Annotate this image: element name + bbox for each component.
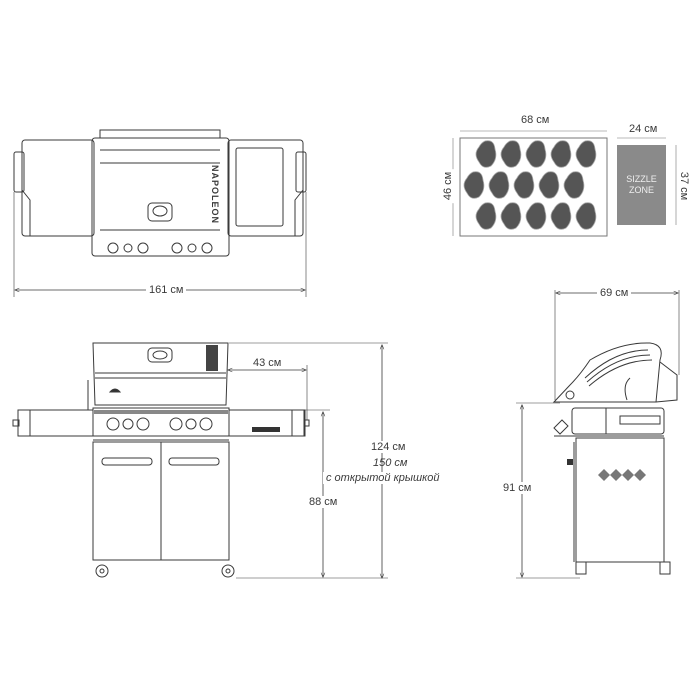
steak-icon (513, 171, 535, 199)
side-logo (598, 469, 646, 481)
main-width-label: 68 см (518, 114, 553, 126)
steak-icon (475, 202, 497, 230)
steak-icon (575, 140, 597, 168)
steak-icon (550, 140, 572, 168)
steak-icon (463, 171, 485, 199)
sizzle-zone: SIZZLE ZONE (617, 145, 666, 225)
steak-icon (538, 171, 560, 199)
steak-icon (563, 171, 585, 199)
sizzle-depth-label: 37 см (678, 168, 691, 204)
steak-icon (525, 202, 547, 230)
top-view-grill: NAPOLEON (13, 129, 307, 257)
steak-icon (475, 140, 497, 168)
steak-icon (500, 140, 522, 168)
working-height-label: 88 см (306, 496, 341, 508)
main-cooking-area (452, 130, 608, 237)
sizzle-zone-title-2: ZONE (628, 185, 654, 195)
steak-icon (488, 171, 510, 199)
side-depth-label: 69 см (597, 287, 632, 299)
brand-logo-vertical: NAPOLEON (210, 165, 220, 224)
front-view-knobs (106, 417, 213, 431)
height-closed-label: 124 см (368, 441, 409, 453)
main-depth-label: 46 см (442, 168, 455, 204)
top-view-width-label: 161 см (146, 284, 187, 296)
sizzle-zone-title-1: SIZZLE (626, 174, 657, 184)
steak-icon (525, 140, 547, 168)
sizzle-width-label: 24 см (626, 123, 661, 135)
side-height-label: 91 см (500, 482, 535, 494)
steak-icon (500, 202, 522, 230)
top-view-knobs (107, 242, 213, 254)
shelf-depth-label: 43 см (250, 357, 285, 369)
height-open-label: 150 см (373, 457, 408, 469)
sizzle-zone-dims (617, 137, 677, 225)
side-view-grill (552, 342, 678, 575)
height-open-note: с открытой крышкой (323, 472, 443, 484)
front-view-grill (12, 342, 310, 578)
steak-icon (575, 202, 597, 230)
steak-icon (550, 202, 572, 230)
